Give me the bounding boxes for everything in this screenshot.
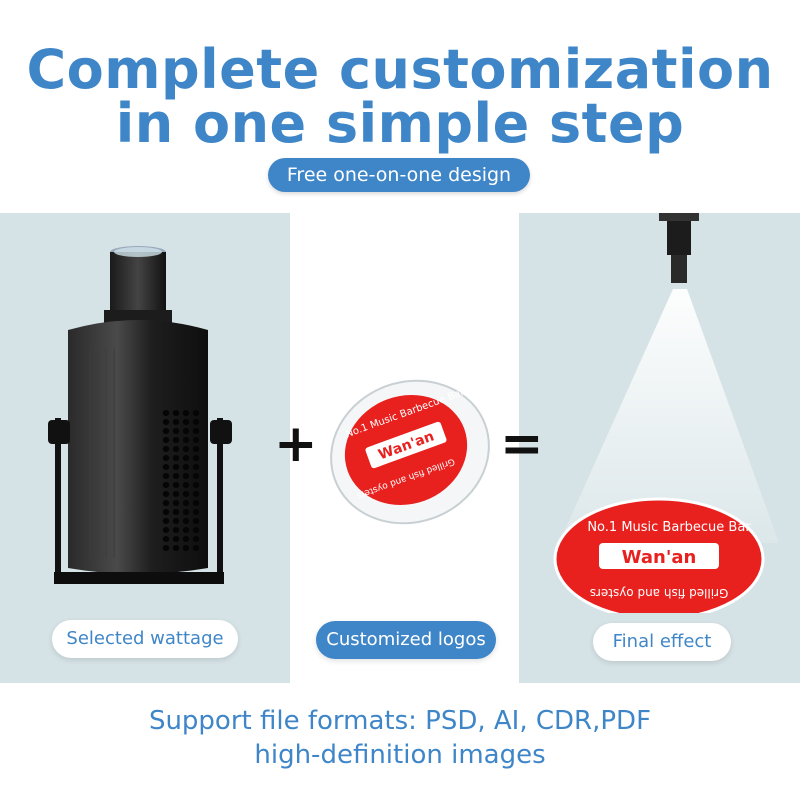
projected-logo-name: Wan'an xyxy=(622,547,697,568)
final-effect-image: Wan'an No.1 Music Barbecue Bar Grilled f… xyxy=(553,213,779,613)
projector-image xyxy=(48,246,232,584)
headline-line-1: Complete customization xyxy=(26,38,774,101)
glass-logo-disc: Wan'an No.1 Music Barbecue Bar Grilled f… xyxy=(330,379,490,525)
caption-selected-wattage: Selected wattage xyxy=(52,620,238,658)
plus-sign: + xyxy=(274,414,318,474)
headline-line-2: in one simple step xyxy=(115,92,685,155)
tagline-pill: Free one-on-one design xyxy=(268,158,530,192)
caption-final-effect: Final effect xyxy=(593,623,731,661)
projected-logo-top-text: No.1 Music Barbecue Bar xyxy=(587,520,751,535)
caption-customized-logos: Customized logos xyxy=(316,621,496,659)
hd-images-text: high-definition images xyxy=(254,740,546,770)
file-formats-text: Support file formats: PSD, AI, CDR,PDF xyxy=(148,706,652,736)
projected-logo-bottom-text: Grilled fish and oysters xyxy=(590,586,729,600)
equals-sign: = xyxy=(500,414,544,474)
